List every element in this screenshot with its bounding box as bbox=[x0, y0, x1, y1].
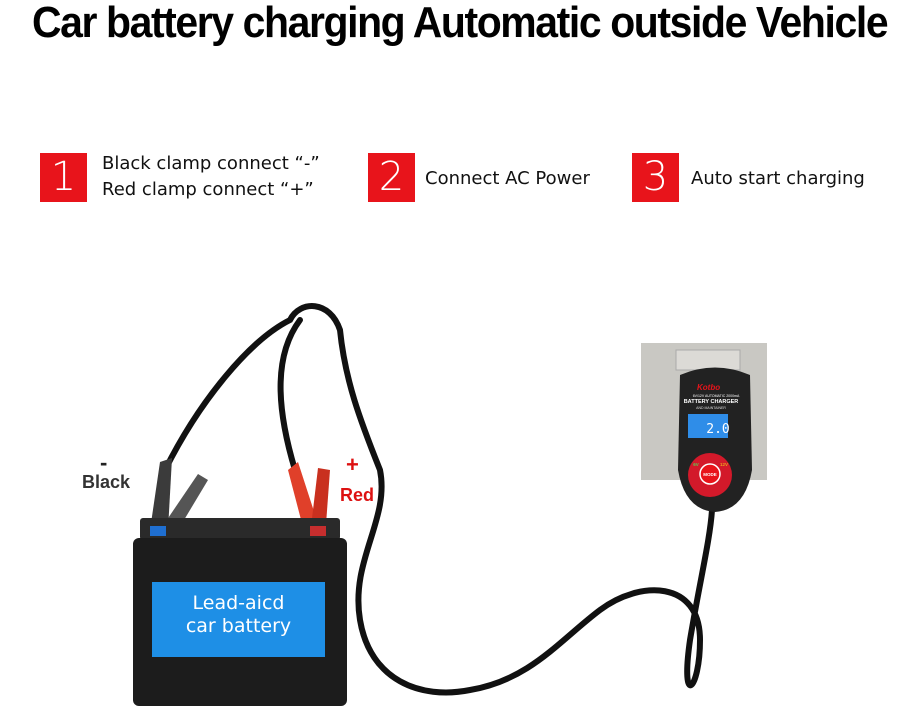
charger-spec: 6V/12V AUTOMATIC 2000mA bbox=[693, 394, 740, 398]
charger-12v-label: 12V bbox=[720, 462, 728, 467]
page-title: Car battery charging Automatic outside V… bbox=[31, 0, 889, 47]
charger-6v-label: 6V bbox=[693, 462, 699, 467]
charger-display bbox=[688, 414, 728, 438]
charger-brand: Kotbo bbox=[697, 383, 720, 392]
step-3-number: 3 bbox=[632, 153, 679, 202]
negative-label: Black bbox=[82, 472, 131, 492]
mode-button bbox=[699, 463, 721, 485]
step-2-number: 2 bbox=[368, 153, 415, 202]
step-3-text: Auto start charging bbox=[691, 168, 865, 189]
charging-cable bbox=[162, 303, 715, 696]
battery-label-text: Lead-aicd car battery bbox=[152, 592, 325, 638]
mode-button-label: MODE bbox=[703, 472, 717, 477]
step-1-number: 1 bbox=[40, 153, 87, 202]
charger-name: BATTERY CHARGER bbox=[684, 399, 739, 405]
negative-sign: - bbox=[100, 450, 108, 475]
charger-subname: AND MAINTAINER bbox=[696, 406, 726, 410]
charger bbox=[678, 367, 752, 512]
battery bbox=[133, 518, 347, 706]
step-1-line-1: Black clamp connect “-” bbox=[102, 153, 320, 174]
positive-sign: + bbox=[346, 452, 359, 477]
battery-label-line-1: Lead-aicd bbox=[192, 592, 285, 614]
step-1-text: Black clamp connect “-” Red clamp connec… bbox=[102, 151, 320, 203]
step-1-line-2: Red clamp connect “+” bbox=[102, 179, 314, 200]
positive-label: Red bbox=[340, 485, 375, 505]
charger-display-value: 2.0 bbox=[706, 422, 729, 437]
battery-label-line-2: car battery bbox=[185, 615, 292, 637]
step-2-text: Connect AC Power bbox=[425, 168, 590, 189]
battery-label bbox=[152, 582, 325, 657]
